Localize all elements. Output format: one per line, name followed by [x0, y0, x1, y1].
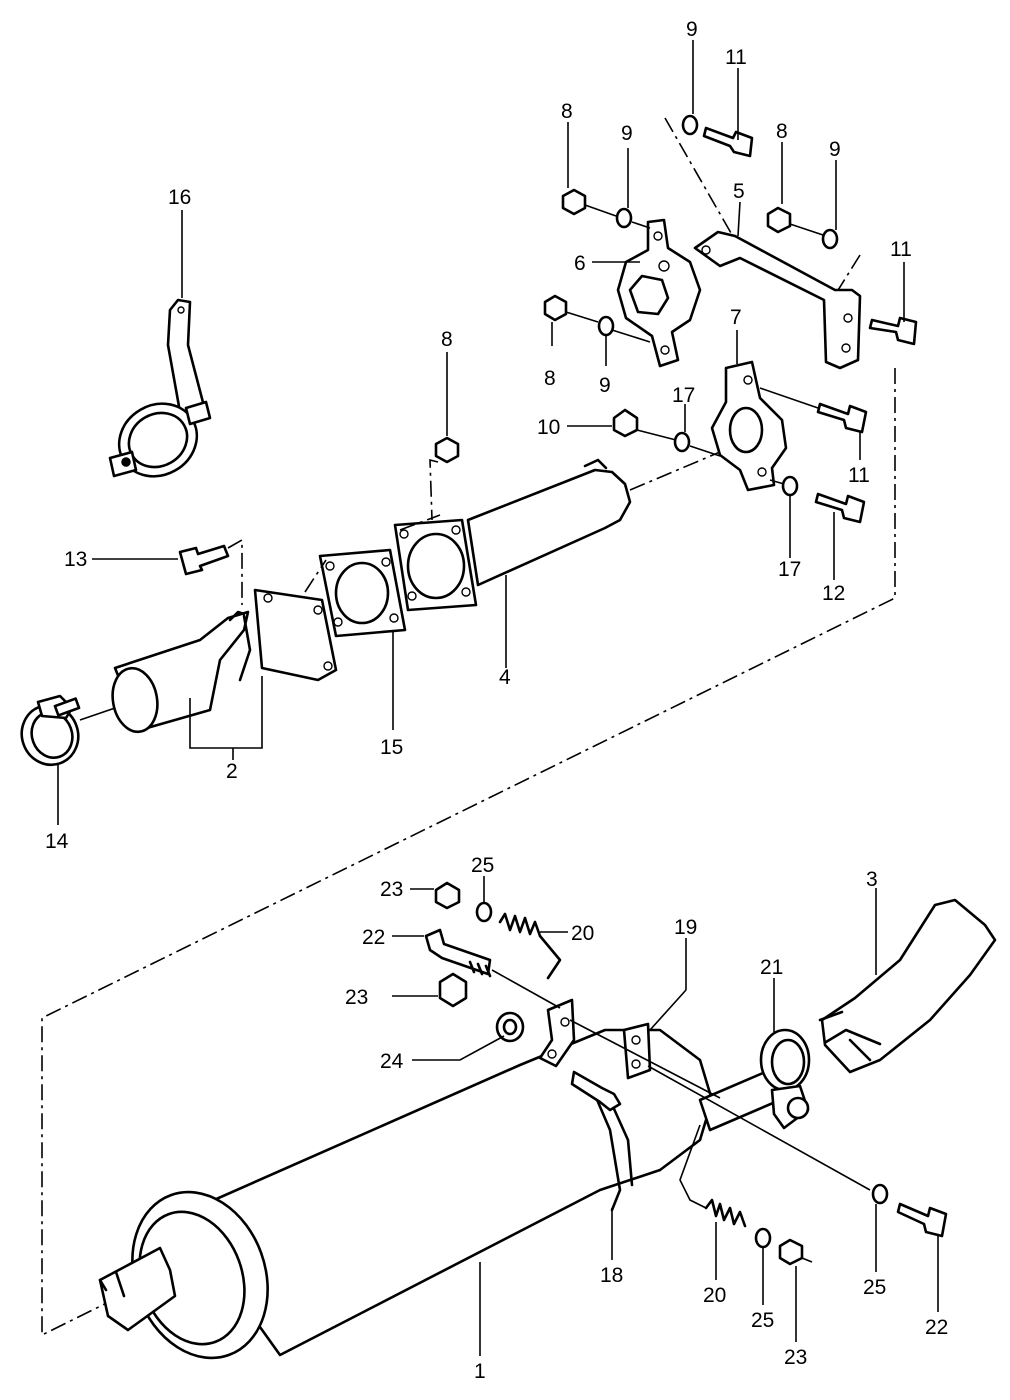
hanger-clamp-16 — [108, 298, 212, 478]
front-pipe-4 — [466, 451, 721, 587]
bracket-alignment-line — [664, 117, 861, 296]
tail-pipe-3 — [818, 898, 997, 1074]
callout-8-c: 8 — [544, 367, 556, 390]
callout-11-a: 11 — [725, 46, 747, 69]
callout-8-b: 8 — [776, 120, 788, 143]
callout-17-a: 17 — [672, 384, 695, 407]
callout-24: 24 — [380, 1050, 404, 1073]
gasket-15 — [318, 548, 407, 638]
callout-9-a: 9 — [621, 122, 633, 145]
callout-22-a: 22 — [362, 926, 385, 949]
callout-8-d: 8 — [441, 328, 453, 351]
clamp-21 — [759, 1028, 811, 1130]
callout-12: 12 — [822, 582, 845, 605]
nut-8-front — [429, 436, 460, 521]
bolt-13 — [178, 538, 243, 605]
callout-9-b: 9 — [686, 18, 698, 41]
callout-9-c: 9 — [829, 138, 841, 161]
callout-21: 21 — [760, 956, 783, 979]
rubber-mount-6 — [616, 218, 702, 368]
flange-4 — [393, 518, 478, 612]
callout-23-a: 23 — [380, 878, 403, 901]
callout-1: 1 — [474, 1360, 486, 1383]
callout-9-d: 9 — [599, 374, 611, 397]
callout-4: 4 — [499, 666, 511, 689]
callout-19: 19 — [674, 916, 697, 939]
callout-17-b: 17 — [778, 558, 801, 581]
rear-muffler-1 — [98, 998, 792, 1360]
callout-leaders — [57, 40, 905, 825]
callout-15: 15 — [380, 736, 403, 759]
callout-13: 13 — [64, 548, 87, 571]
callout-11-b: 11 — [890, 238, 912, 261]
callout-8-a: 8 — [561, 100, 573, 123]
callout-18: 18 — [600, 1264, 623, 1287]
hardware-lower — [424, 881, 948, 1266]
callout-22-b: 22 — [925, 1316, 948, 1339]
callout-25-b: 25 — [751, 1309, 774, 1332]
callout-leaders-lower — [392, 876, 939, 1356]
callout-14: 14 — [45, 830, 69, 853]
callout-11-c: 11 — [848, 464, 870, 487]
hardware-upper — [543, 114, 918, 524]
callout-23-b: 23 — [345, 986, 368, 1009]
clamp-14 — [20, 694, 116, 767]
callout-6: 6 — [574, 252, 586, 275]
callout-5: 5 — [733, 180, 745, 203]
callout-25-a: 25 — [471, 854, 494, 877]
callout-7: 7 — [730, 306, 742, 329]
callout-3: 3 — [866, 868, 878, 891]
callout-25-c: 25 — [863, 1276, 886, 1299]
callout-20-a: 20 — [571, 922, 594, 945]
callout-20-b: 20 — [703, 1284, 726, 1307]
callout-2: 2 — [226, 760, 238, 783]
callout-10: 10 — [537, 416, 560, 439]
callout-23-c: 23 — [784, 1346, 807, 1369]
mounting-bracket-5 — [693, 230, 862, 370]
bracket-7 — [710, 360, 788, 492]
callout-16: 16 — [168, 186, 191, 209]
callout-labels: 16 8 9 9 11 8 9 5 11 6 7 8 9 8 10 17 11 … — [45, 18, 948, 1383]
intermediate-pipe-2 — [111, 514, 441, 734]
